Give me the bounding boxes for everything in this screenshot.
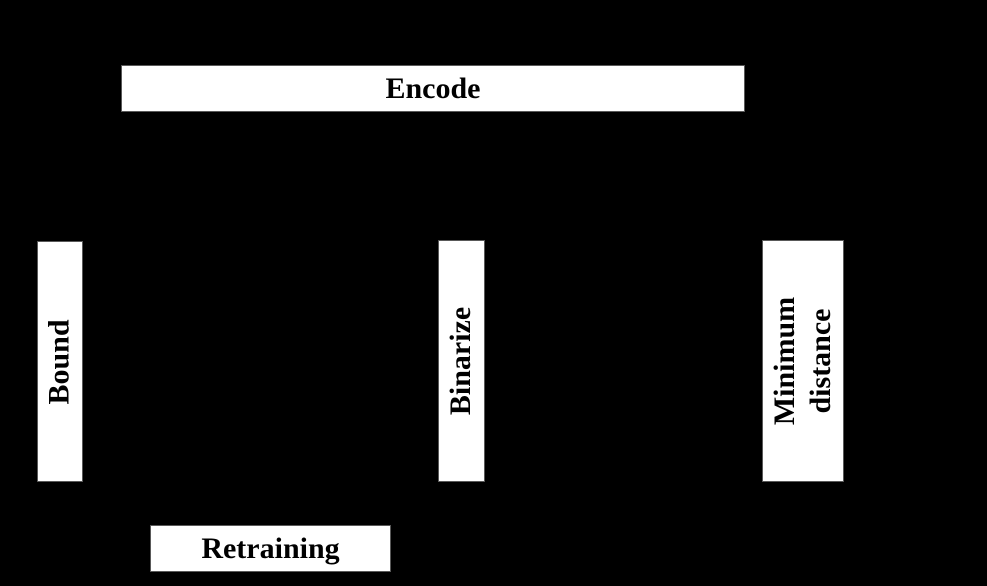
bound-box: Bound	[37, 241, 83, 482]
retraining-label: Retraining	[201, 531, 340, 565]
encode-box: Encode	[121, 65, 745, 112]
binarize-box: Binarize	[438, 240, 485, 482]
minimum-distance-label-line1: Minimum	[768, 296, 801, 426]
minimum-distance-box: Minimum distance	[762, 240, 844, 482]
binarize-label: Binarize	[444, 306, 478, 416]
bound-label: Bound	[43, 318, 77, 405]
minimum-distance-label: Minimum distance	[767, 297, 839, 425]
encode-label: Encode	[385, 71, 481, 105]
retraining-box: Retraining	[150, 525, 391, 572]
minimum-distance-label-line2: distance	[804, 308, 837, 414]
